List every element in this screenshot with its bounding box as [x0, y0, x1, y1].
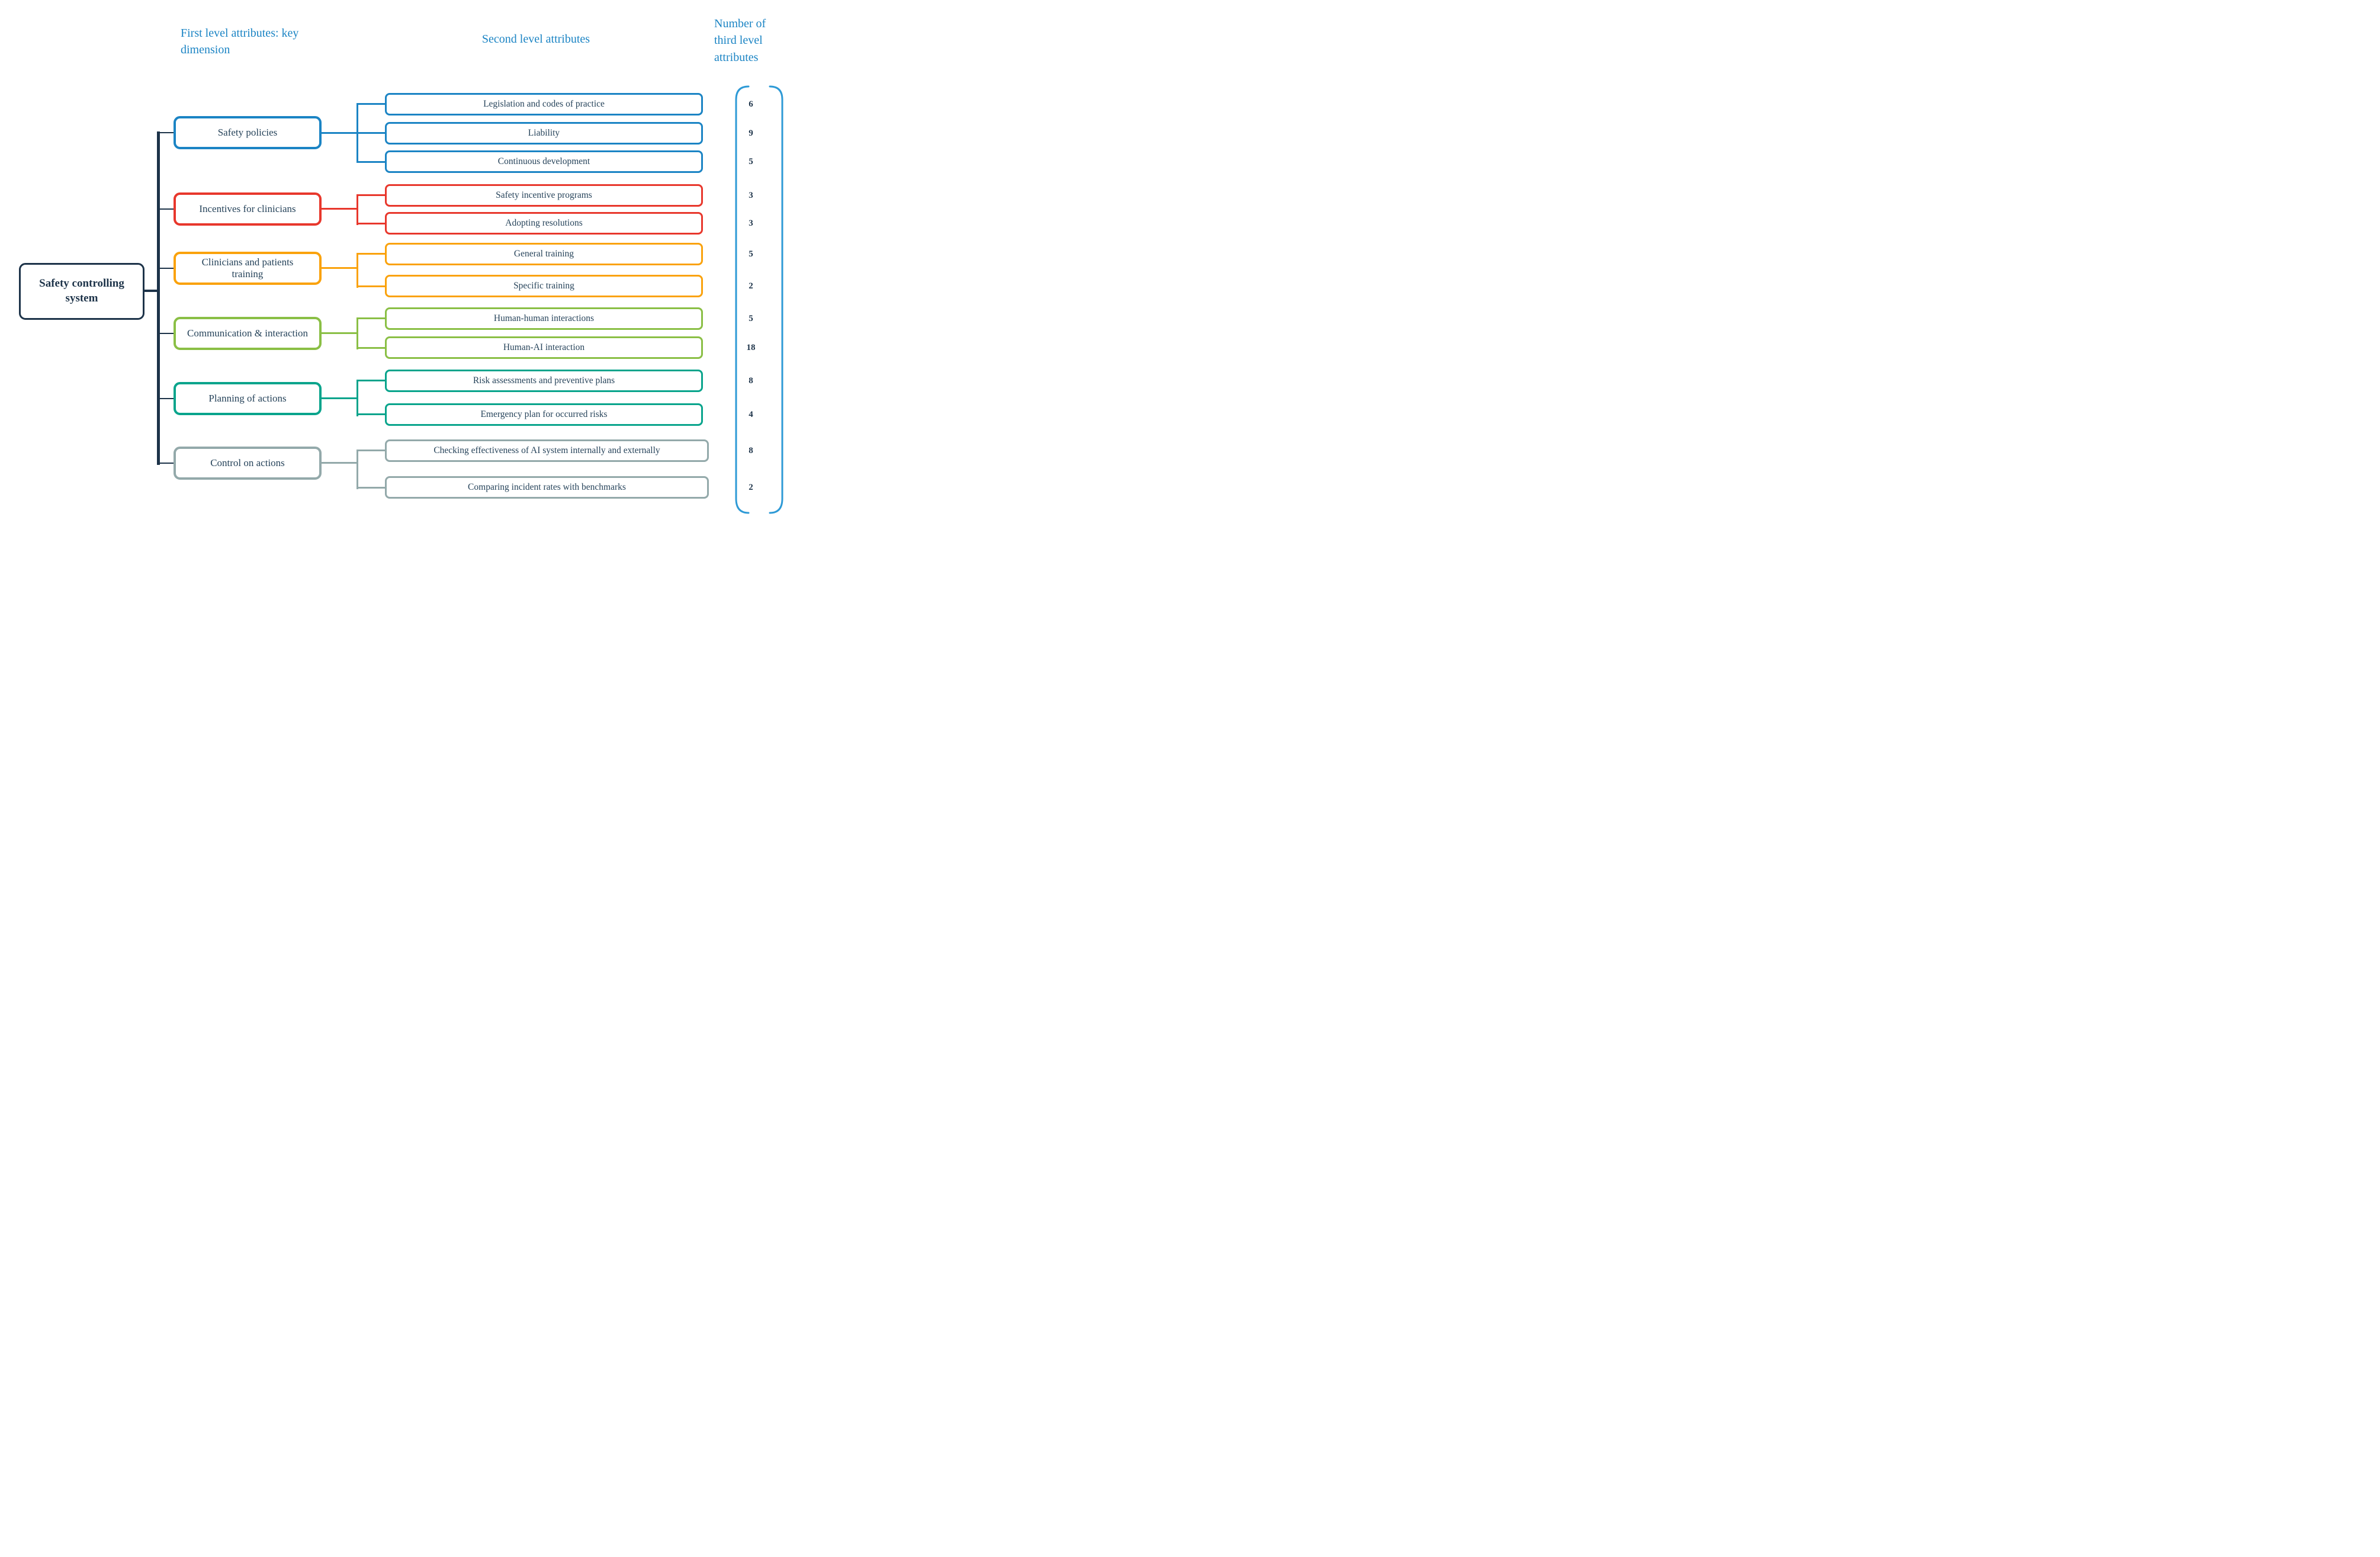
connector-g1-main: [322, 208, 358, 210]
second-level-box-checking-effectiveness: Checking effectiveness of AI system inte…: [385, 439, 709, 462]
connector-g5-main: [322, 462, 358, 464]
connector-g2-main: [322, 267, 358, 269]
counts-bracket: [735, 85, 783, 514]
second-level-box-continuous-development: Continuous development: [385, 150, 703, 173]
second-level-box-specific-training: Specific training: [385, 275, 703, 297]
second-level-box-liability: Liability: [385, 122, 703, 145]
connector-g5-stub-top: [356, 450, 385, 451]
connector-stub-row5: [159, 398, 174, 399]
second-level-box-general-training: General training: [385, 243, 703, 265]
connector-g1-stub-top: [356, 194, 385, 196]
safety-controlling-system-diagram: First level attributes: key dimension Se…: [0, 0, 794, 519]
first-level-box-incentives: Incentives for clinicians: [174, 192, 322, 226]
count-safety-incentive-programs: 3: [749, 191, 753, 200]
count-legislation: 6: [749, 99, 753, 109]
second-level-box-legislation: Legislation and codes of practice: [385, 93, 703, 115]
connector-root-horizontal: [144, 290, 159, 292]
connector-g4-main: [322, 397, 358, 399]
first-level-box-training: Clinicians and patients training: [174, 252, 322, 285]
connector-g3-vertical: [356, 317, 358, 349]
connector-g3-stub-top: [356, 317, 385, 319]
connector-stub-row4: [159, 333, 174, 334]
connector-g2-vertical: [356, 253, 358, 288]
count-general-training: 5: [749, 249, 753, 259]
count-adopting-resolutions: 3: [749, 219, 753, 228]
connector-g0-vertical: [356, 103, 358, 163]
column-header-first-level: First level attributes: key dimension: [181, 27, 299, 57]
count-comparing-incident-rates: 2: [749, 483, 753, 492]
count-human-ai: 18: [746, 343, 756, 352]
connector-stub-row6: [159, 463, 174, 464]
connector-g0-stub-top: [356, 103, 385, 105]
second-level-box-adopting-resolutions: Adopting resolutions: [385, 212, 703, 235]
second-level-box-emergency-plan: Emergency plan for occurred risks: [385, 403, 703, 426]
first-level-box-safety-policies: Safety policies: [174, 116, 322, 149]
connector-g0-main: [322, 132, 385, 134]
connector-g1-stub-bottom: [356, 223, 385, 224]
second-level-box-comparing-incident-rates: Comparing incident rates with benchmarks: [385, 476, 709, 499]
connector-stub-row3: [159, 268, 174, 269]
connector-stub-row2: [159, 208, 174, 210]
column-header-second-level: Second level attributes: [481, 33, 590, 46]
connector-g2-stub-top: [356, 253, 385, 255]
connector-g2-stub-bottom: [356, 285, 385, 287]
connector-g4-vertical: [356, 380, 358, 416]
count-continuous-development: 5: [749, 157, 753, 166]
count-human-human: 5: [749, 314, 753, 323]
second-level-box-safety-incentive-programs: Safety incentive programs: [385, 184, 703, 207]
count-specific-training: 2: [749, 281, 753, 291]
connector-g0-stub-bottom: [356, 161, 385, 163]
count-risk-assessments: 8: [749, 376, 753, 386]
connector-g3-stub-bottom: [356, 347, 385, 349]
connector-g1-vertical: [356, 194, 358, 225]
count-emergency-plan: 4: [749, 410, 753, 419]
first-level-box-control: Control on actions: [174, 447, 322, 480]
connector-stub-row1: [159, 132, 174, 133]
root-node-safety-controlling-system: Safety controlling system: [19, 263, 144, 320]
second-level-box-risk-assessments: Risk assessments and preventive plans: [385, 370, 703, 392]
connector-g5-stub-bottom: [356, 487, 385, 489]
first-level-box-planning: Planning of actions: [174, 382, 322, 415]
connector-g5-vertical: [356, 450, 358, 489]
column-header-third-level: Number of third level attributes: [714, 17, 766, 64]
count-liability: 9: [749, 129, 753, 138]
second-level-box-human-human: Human-human interactions: [385, 307, 703, 330]
count-checking-effectiveness: 8: [749, 446, 753, 455]
connector-g4-stub-bottom: [356, 413, 385, 415]
connector-g3-main: [322, 332, 358, 334]
second-level-box-human-ai: Human-AI interaction: [385, 336, 703, 359]
first-level-box-communication: Communication & interaction: [174, 317, 322, 350]
connector-trunk-vertical: [157, 131, 160, 465]
connector-g4-stub-top: [356, 380, 385, 381]
